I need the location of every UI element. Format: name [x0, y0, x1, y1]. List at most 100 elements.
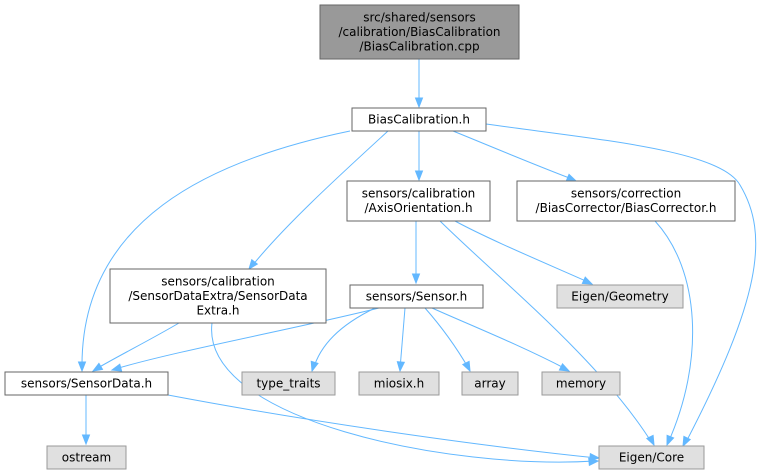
dependency-arrow: [91, 322, 180, 372]
node-label: sensors/calibration: [161, 274, 275, 288]
dependency-arrow-line: [167, 394, 598, 459]
arrowhead-icon: [248, 258, 259, 271]
node-box: [598, 445, 705, 470]
node-box: [461, 371, 519, 396]
node-label: sensors/Sensor.h: [366, 289, 468, 303]
arrowhead-icon: [581, 276, 594, 285]
dependency-arrow-line: [424, 307, 470, 370]
arrowhead-icon: [461, 360, 471, 373]
arrowhead-icon: [110, 363, 123, 372]
arrowhead-icon: [589, 452, 601, 462]
dependency-arrow-line: [439, 220, 653, 444]
node-typetraits: type_traits: [241, 371, 336, 396]
node-box: [4, 371, 169, 396]
node-box: [46, 445, 127, 470]
node-box: [346, 180, 491, 222]
node-label: Extra.h: [196, 303, 239, 317]
dependency-arrow-line: [251, 130, 389, 267]
node-root[interactable]: src/shared/sensors/calibration/BiasCalib…: [319, 4, 520, 60]
edges: [77, 59, 757, 467]
dependency-arrow: [439, 220, 655, 447]
arrowhead-icon: [77, 361, 87, 373]
arrowhead-icon: [414, 97, 424, 109]
arrowhead-icon: [414, 170, 424, 182]
node-array: array: [461, 371, 519, 396]
arrowhead-icon: [565, 173, 578, 182]
arrowhead-icon: [91, 362, 104, 372]
node-label: /AxisOrientation.h: [364, 201, 472, 215]
dependency-arrow: [396, 307, 406, 373]
arrowhead-icon: [411, 273, 421, 285]
nodes: src/shared/sensors/calibration/BiasCalib…: [4, 4, 736, 470]
node-biascal[interactable]: BiasCalibration.h: [351, 107, 487, 132]
node-label: /calibration/BiasCalibration: [338, 25, 500, 39]
node-box: [556, 284, 684, 309]
node-sensor[interactable]: sensors/Sensor.h: [349, 284, 484, 309]
node-box: [109, 268, 327, 324]
arrowhead-icon: [682, 435, 692, 448]
dependency-arrow: [167, 394, 601, 462]
dependency-arrow: [310, 307, 376, 373]
node-label: type_traits: [256, 376, 320, 390]
dependency-arrow-line: [654, 220, 694, 444]
node-label: Eigen/Geometry: [571, 289, 668, 303]
node-memory: memory: [541, 371, 621, 396]
arrowhead-icon: [666, 434, 675, 447]
node-box: [351, 107, 487, 132]
node-label: sensors/calibration: [362, 187, 476, 201]
node-box: [241, 371, 336, 396]
node-biascorr[interactable]: sensors/correction/BiasCorrector/BiasCor…: [516, 180, 736, 222]
dependency-arrow: [248, 130, 389, 271]
dependency-arrow-line: [81, 130, 351, 370]
dependency-arrow: [77, 130, 351, 373]
node-sensordata[interactable]: sensors/SensorData.h: [4, 371, 169, 396]
node-ostream: ostream: [46, 445, 127, 470]
arrowhead-icon: [645, 434, 655, 447]
node-label: memory: [556, 376, 606, 390]
node-label: miosix.h: [374, 376, 424, 390]
dependency-arrow: [454, 220, 594, 285]
node-label: ostream: [62, 450, 111, 464]
dependency-arrow-line: [211, 322, 596, 463]
node-label: sensors/correction: [571, 187, 681, 201]
dependency-arrow: [452, 130, 578, 182]
node-label: array: [474, 376, 505, 390]
dependency-arrow-line: [431, 307, 567, 370]
arrowhead-icon: [558, 362, 571, 372]
dependency-arrow: [81, 395, 91, 446]
dependency-arrow: [654, 220, 694, 447]
node-label: /BiasCorrector/BiasCorrector.h: [536, 201, 717, 215]
dependency-arrow-line: [485, 123, 757, 445]
node-box: [358, 371, 440, 396]
dependency-arrow: [414, 59, 424, 109]
dependency-arrow-line: [95, 322, 180, 370]
node-box: [349, 284, 484, 309]
arrowhead-icon: [81, 434, 91, 446]
node-label: src/shared/sensors: [363, 10, 476, 24]
node-miosix: miosix.h: [358, 371, 440, 396]
dependency-arrow-line: [114, 307, 380, 370]
dependency-arrow: [411, 221, 421, 285]
dependency-arrow: [485, 123, 757, 448]
node-label: Eigen/Core: [619, 450, 684, 464]
node-box: [541, 371, 621, 396]
node-sdextra[interactable]: sensors/calibration/SensorDataExtra/Sens…: [109, 268, 327, 324]
dependency-arrow-line: [452, 130, 573, 180]
dependency-arrow: [110, 307, 380, 372]
node-label: /SensorDataExtra/SensorData: [128, 289, 307, 303]
dependency-arrow-line: [454, 220, 589, 283]
node-box: [516, 180, 736, 222]
node-label: sensors/SensorData.h: [21, 376, 152, 390]
dependency-arrow-line: [399, 307, 406, 370]
arrowhead-icon: [396, 361, 406, 373]
node-axisorient[interactable]: sensors/calibration/AxisOrientation.h: [346, 180, 491, 222]
dependency-arrow: [431, 307, 571, 372]
node-label: BiasCalibration.h: [368, 112, 470, 126]
dependency-arrow: [414, 131, 424, 182]
arrowhead-icon: [310, 360, 319, 373]
node-eigencore: Eigen/Core: [598, 445, 705, 470]
node-box: [319, 4, 520, 60]
node-eigengeom: Eigen/Geometry: [556, 284, 684, 309]
node-label: /BiasCalibration.cpp: [359, 39, 479, 53]
